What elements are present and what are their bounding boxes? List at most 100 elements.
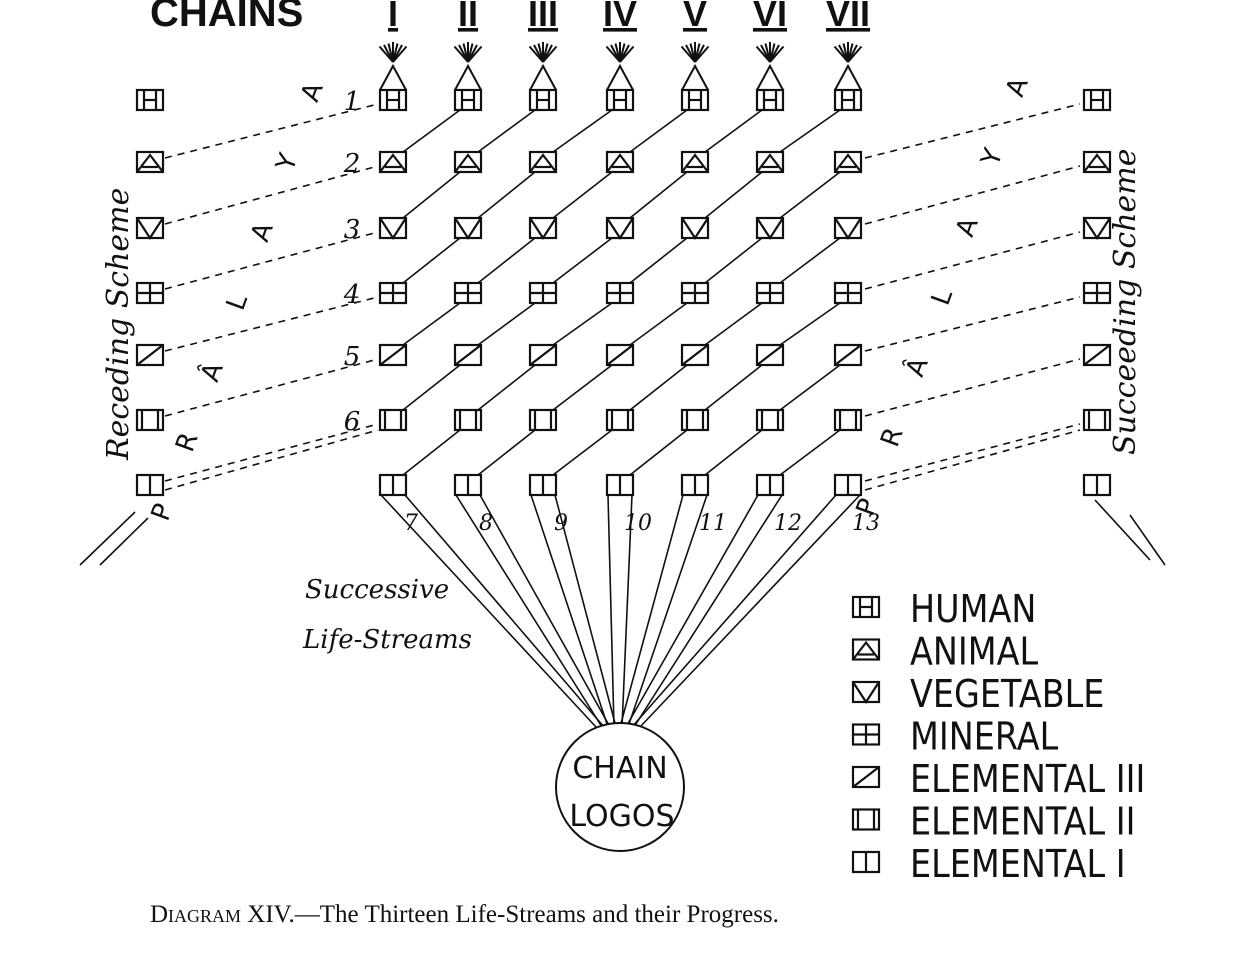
- succeeding-dashed-line: [864, 358, 1081, 417]
- pralaya-letter-left: A: [295, 79, 329, 106]
- legend-label: ELEMENTAL I: [910, 843, 1126, 887]
- life-stream-line: [704, 429, 763, 476]
- legend-elemental3-symbol: [851, 765, 881, 789]
- pralaya-letter-left: Y: [270, 150, 304, 176]
- elemental1-symbol: [755, 473, 785, 497]
- human-symbol: [378, 88, 408, 112]
- legend-label: MINERAL: [910, 716, 1058, 760]
- legend-label: ANIMAL: [910, 631, 1038, 675]
- vegetable-symbol: [378, 216, 408, 241]
- stream-number: 11: [699, 511, 727, 536]
- elemental2-succeeding-symbol: [1082, 408, 1112, 432]
- pralaya-letter-left: P: [146, 500, 180, 525]
- life-stream-line: [402, 237, 461, 284]
- life-stream-line: [629, 364, 688, 411]
- vegetable-symbol: [605, 216, 635, 241]
- stream-to-logos-line: [607, 494, 615, 728]
- life-stream-line: [779, 237, 841, 284]
- pralaya-letter-right: A: [950, 214, 984, 241]
- life-stream-line: [629, 302, 688, 346]
- life-stream-line: [629, 237, 688, 284]
- mineral-symbol: [680, 281, 710, 305]
- elemental1-symbol: [605, 473, 635, 497]
- spire-icon: [454, 63, 482, 91]
- pralaya-letter-right: Y: [975, 145, 1009, 171]
- elemental2-symbol: [605, 408, 635, 432]
- stream-to-logos-line: [621, 494, 633, 728]
- animal-symbol: [680, 150, 710, 174]
- life-stream-line: [704, 302, 763, 346]
- receding-dashed-line: [164, 165, 379, 225]
- life-stream-line: [402, 109, 461, 153]
- human-symbol: [755, 88, 785, 112]
- stream-to-logos-line: [455, 494, 603, 728]
- animal-symbol: [453, 150, 483, 174]
- chain-numeral-3: III: [528, 0, 558, 34]
- animal-symbol: [755, 150, 785, 174]
- stream-to-logos-line: [479, 494, 611, 728]
- legend-elemental2-symbol: [851, 808, 881, 831]
- life-stream-line: [402, 302, 461, 346]
- pralaya-letter-left: R: [170, 429, 204, 456]
- life-stream-line: [629, 171, 688, 219]
- life-stream-line: [779, 302, 841, 346]
- spire-icon: [756, 63, 784, 91]
- mineral-symbol: [755, 281, 785, 305]
- human-symbol: [833, 88, 863, 112]
- animal-symbol: [378, 150, 408, 174]
- life-stream-line: [779, 364, 841, 411]
- human-symbol: [528, 88, 558, 112]
- life-stream-line: [779, 429, 841, 476]
- life-stream-line: [552, 171, 613, 219]
- life-stream-line: [704, 237, 763, 284]
- vegetable-symbol: [528, 216, 558, 241]
- row-number: 6: [344, 407, 361, 437]
- chain-numeral-2: II: [458, 0, 478, 34]
- life-stream-line: [552, 302, 613, 346]
- mineral-succeeding-symbol: [1082, 281, 1112, 305]
- life-stream-line: [629, 109, 688, 153]
- chain-logos-text-2: LOGOS: [569, 799, 674, 834]
- spire-icon: [606, 63, 634, 91]
- elemental1-symbol: [528, 473, 558, 497]
- radiance-icon: [528, 42, 558, 63]
- stream-to-logos-line: [639, 494, 861, 728]
- vegetable-succeeding-symbol: [1082, 216, 1112, 241]
- receding-dashed-line: [164, 103, 379, 159]
- row-number: 2: [343, 149, 361, 179]
- radiance-icon: [755, 42, 785, 63]
- chain-numeral-6: VI: [753, 0, 787, 34]
- life-stream-line: [402, 171, 461, 219]
- receding-scheme-label: Receding Scheme: [101, 188, 136, 461]
- pralaya-letter-right: A: [1000, 74, 1034, 101]
- animal-symbol: [605, 150, 635, 174]
- stream-to-logos-line: [619, 494, 684, 728]
- stream-to-logos-line: [380, 494, 597, 728]
- mineral-receding-symbol: [135, 281, 165, 305]
- legend-label: VEGETABLE: [910, 673, 1104, 717]
- elemental3-receding-symbol: [135, 343, 165, 367]
- animal-receding-symbol: [135, 150, 165, 174]
- elemental1-symbol: [833, 473, 863, 497]
- mineral-symbol: [605, 281, 635, 305]
- stream-to-logos-line: [554, 494, 617, 728]
- spire-icon: [834, 63, 862, 91]
- radiance-icon: [833, 42, 863, 63]
- chain-numeral-1: I: [388, 0, 398, 34]
- life-stream-line: [629, 429, 688, 476]
- life-stream-line: [477, 237, 536, 284]
- human-receding-symbol: [135, 88, 165, 112]
- chain-logos-text-1: CHAIN: [572, 751, 667, 786]
- elemental1-symbol: [453, 473, 483, 497]
- elemental2-symbol: [378, 408, 408, 432]
- succeeding-dashed-line: [864, 103, 1081, 159]
- continuation-slash: [99, 517, 149, 566]
- life-stream-line: [402, 429, 461, 476]
- elemental2-symbol: [453, 408, 483, 432]
- legend-human-symbol: [851, 595, 881, 619]
- animal-symbol: [528, 150, 558, 174]
- receding-dashed-line: [164, 429, 379, 491]
- life-stream-line: [552, 237, 613, 284]
- elemental1-receding-symbol: [135, 473, 165, 497]
